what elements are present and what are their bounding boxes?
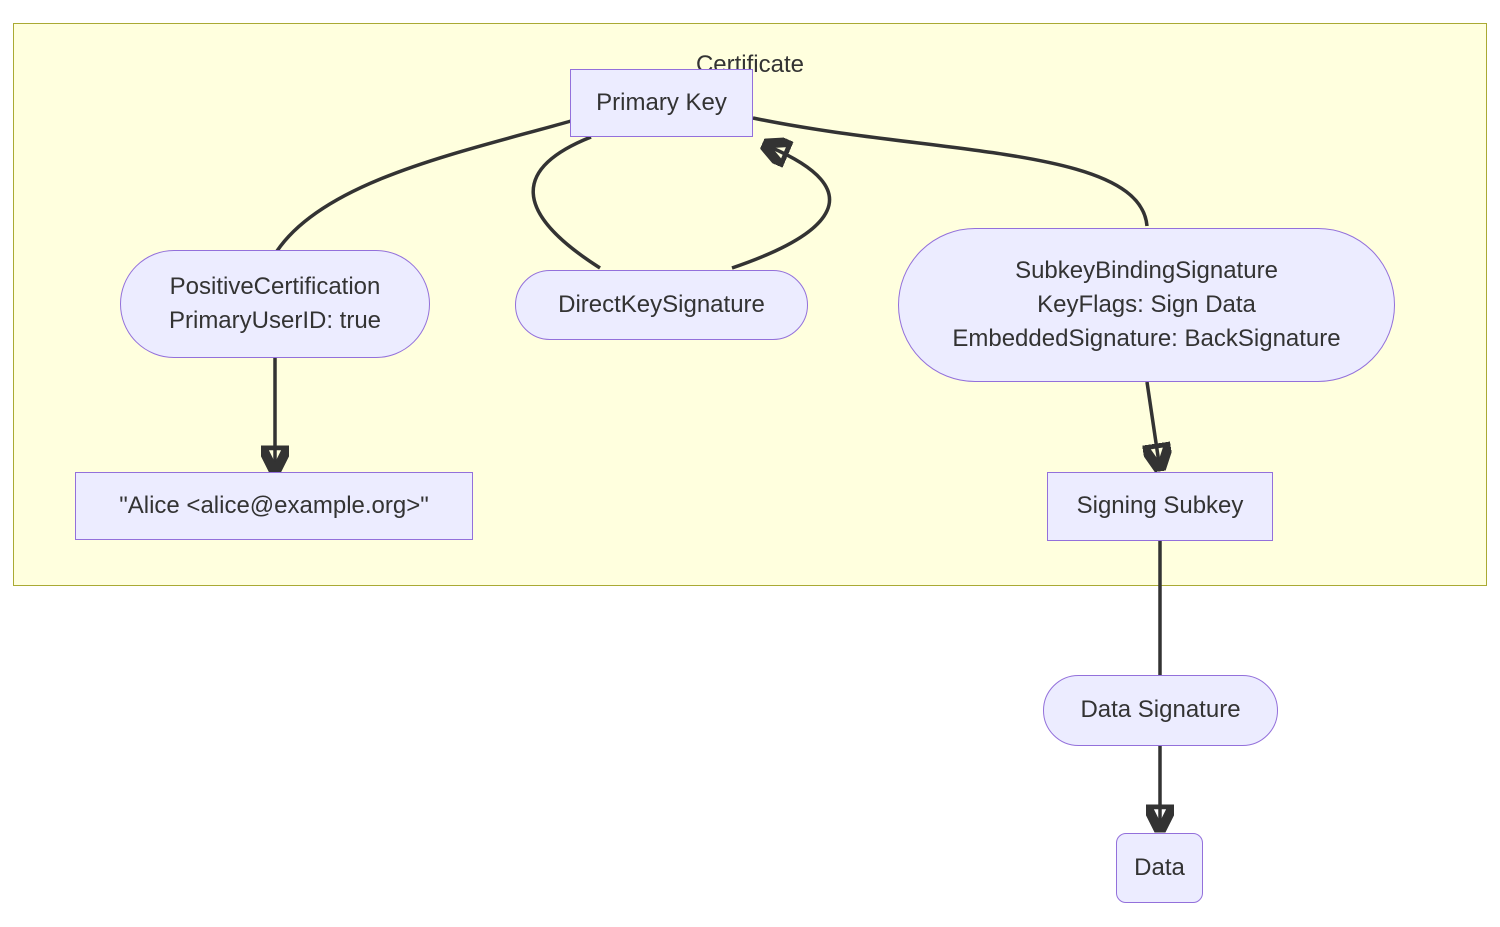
node-data-label: Data: [1134, 853, 1185, 881]
node-positive-certification-line1: PositiveCertification: [169, 272, 381, 300]
node-positive-certification: PositiveCertification PrimaryUserID: tru…: [120, 250, 430, 358]
node-positive-certification-line2: PrimaryUserID: true: [168, 307, 382, 334]
node-direct-key-signature-label: DirectKeySignature: [558, 290, 765, 318]
node-primary-key-label: Primary Key: [596, 88, 727, 116]
node-data: Data: [1116, 833, 1203, 903]
node-data-signature: Data Signature: [1043, 675, 1278, 746]
node-subkey-binding-signature-line1: SubkeyBindingSignature: [1015, 256, 1278, 284]
node-direct-key-signature: DirectKeySignature: [515, 270, 808, 340]
node-data-signature-label: Data Signature: [1080, 696, 1241, 724]
node-subkey-binding-signature-line3: EmbeddedSignature: BackSignature: [952, 325, 1341, 353]
node-primary-key: Primary Key: [570, 69, 753, 137]
node-signing-subkey: Signing Subkey: [1047, 472, 1273, 541]
node-user-id-label: "Alice <alice@example.org>": [119, 491, 429, 519]
node-user-id: "Alice <alice@example.org>": [75, 472, 473, 540]
node-signing-subkey-label: Signing Subkey: [1076, 492, 1244, 520]
node-subkey-binding-signature-line2: KeyFlags: Sign Data: [1037, 290, 1256, 318]
node-subkey-binding-signature: SubkeyBindingSignature KeyFlags: Sign Da…: [898, 228, 1395, 382]
